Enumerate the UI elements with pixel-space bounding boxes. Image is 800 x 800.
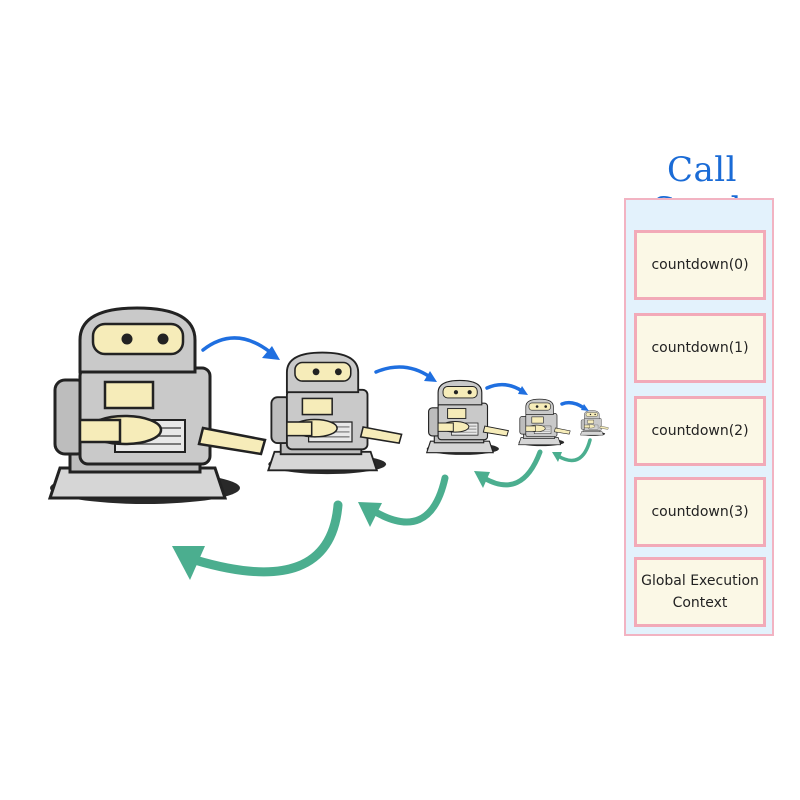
robot-countdown-1 [426, 379, 509, 456]
robot-base-case [580, 410, 609, 437]
return-arrows [190, 438, 592, 577]
stack-frame-countdown-3: countdown(3) [634, 477, 766, 547]
return-arrowheads [172, 452, 562, 580]
stack-frame-global-execution-context: Global Execution Context [634, 557, 766, 627]
robot-countdown-0 [518, 398, 571, 447]
stack-frame-countdown-0: countdown(0) [634, 230, 766, 300]
call-arrows [201, 336, 586, 410]
call-arrowheads [262, 346, 589, 411]
stack-frame-countdown-2: countdown(2) [634, 396, 766, 466]
call-stack: countdown(0) countdown(1) countdown(2) c… [624, 198, 774, 636]
stack-frame-countdown-1: countdown(1) [634, 313, 766, 383]
